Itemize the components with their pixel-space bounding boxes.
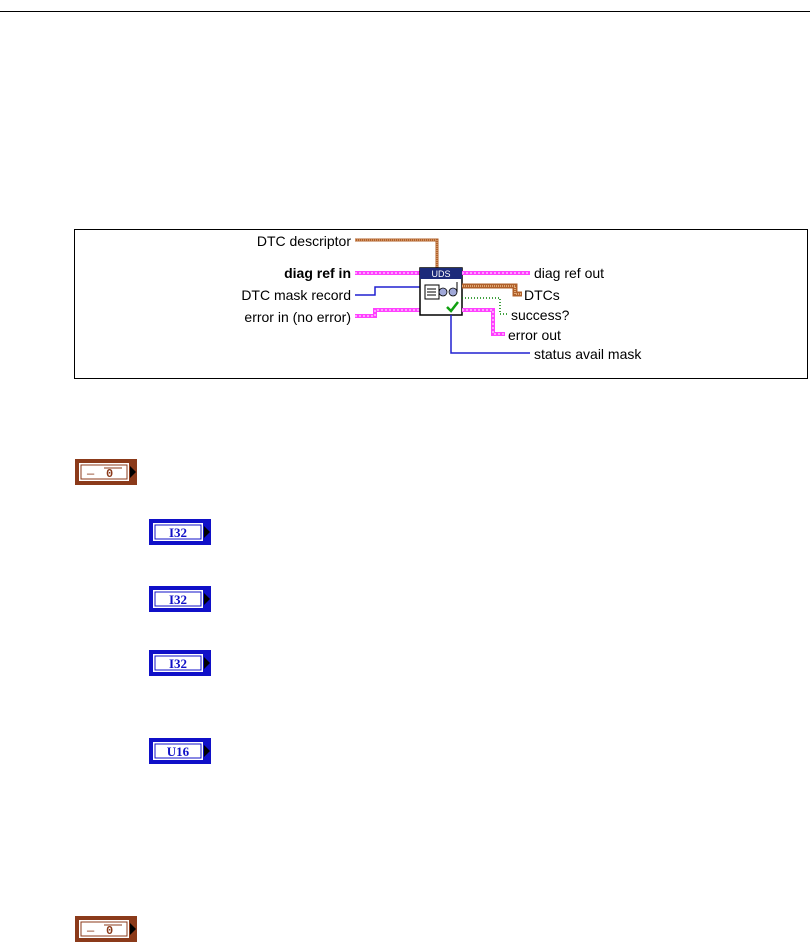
i32-terminal-icon: I32 — [148, 585, 212, 613]
dtcs-label: DTCs — [524, 287, 560, 303]
error-out-label: error out — [508, 327, 561, 343]
dtc-descriptor-wire — [355, 238, 439, 270]
i32-terminal-icon: I32 — [148, 518, 212, 546]
i32-label: I32 — [169, 592, 187, 607]
uds-vi-icon: UDS — [419, 267, 463, 316]
dtc-mask-record-label: DTC mask record — [241, 287, 351, 303]
dtcs-wire — [462, 283, 522, 297]
i32-terminal-icon: I32 — [148, 649, 212, 677]
u16-label: U16 — [167, 744, 190, 759]
svg-text:0: 0 — [106, 467, 113, 481]
dtc-mask-record-wire — [355, 286, 420, 296]
error-out-wire — [462, 308, 505, 336]
svg-text:—: — — [86, 467, 95, 481]
success-label: success? — [511, 307, 570, 323]
connector-wires: UDS — [355, 238, 530, 354]
svg-text:0: 0 — [106, 924, 113, 938]
connector-pane: UDS DTC descriptor d — [74, 229, 808, 379]
svg-text:—: — — [86, 924, 95, 938]
u16-terminal-icon: U16 — [148, 737, 212, 765]
error-in-label: error in (no error) — [244, 309, 351, 325]
top-rule — [0, 11, 810, 12]
status-avail-mask-wire — [450, 315, 530, 354]
i32-label: I32 — [169, 656, 187, 671]
diag-ref-out-label: diag ref out — [534, 265, 605, 281]
dtc-descriptor-label: DTC descriptor — [256, 233, 351, 249]
diag-ref-in-label: diag ref in — [284, 265, 351, 281]
cluster-terminal-icon: — 0 — [74, 915, 138, 943]
cluster-terminal-icon: — 0 — [74, 458, 138, 486]
success-wire — [462, 297, 508, 315]
i32-label: I32 — [169, 525, 187, 540]
status-avail-mask-label: status avail mask — [534, 346, 642, 362]
vi-title: UDS — [431, 269, 450, 279]
error-in-wire — [355, 308, 420, 318]
